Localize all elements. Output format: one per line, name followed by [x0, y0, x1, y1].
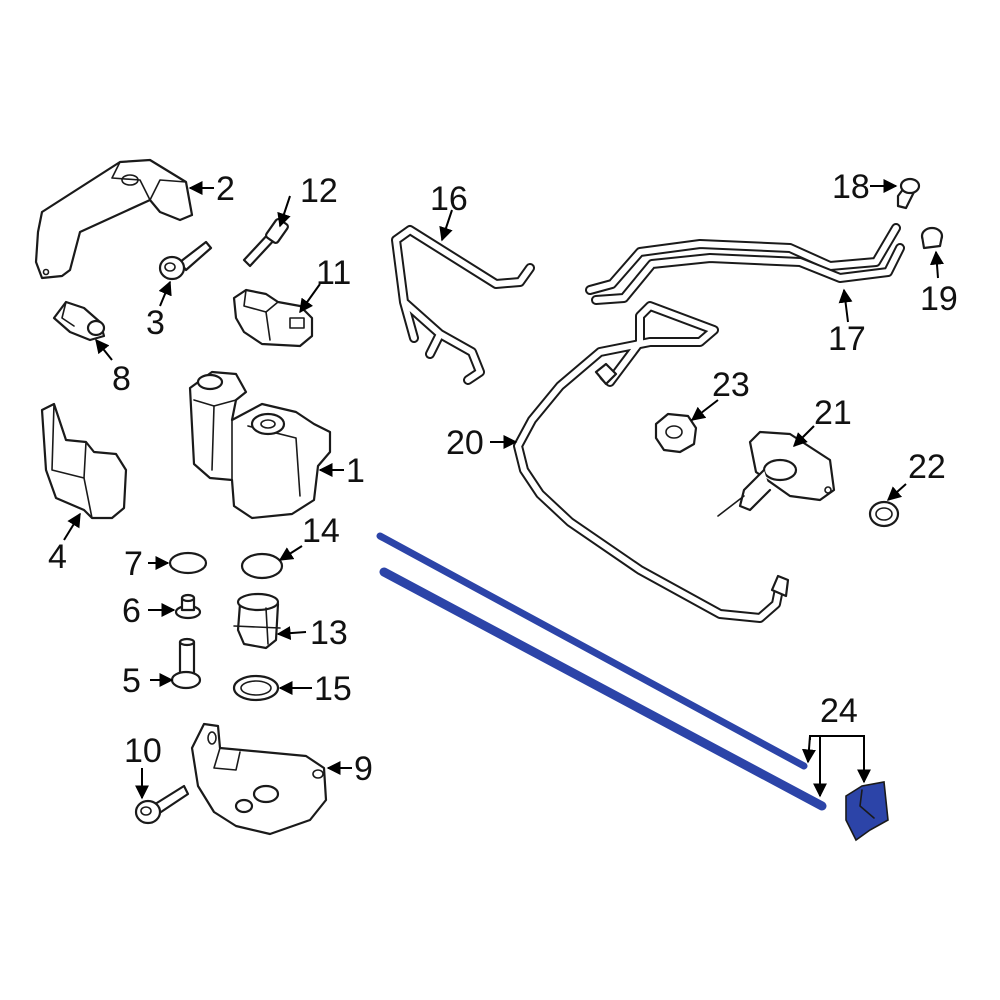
callout-labels: 1 2 3 4 5 6 7 8 9 10 11 12 13 14 15 16 1… — [48, 168, 958, 788]
part-13-grommet — [233, 592, 281, 650]
part-16-tube — [391, 225, 535, 385]
part-21-valve — [717, 430, 836, 517]
callout-19: 19 — [920, 280, 958, 318]
part-12-bolt — [242, 218, 289, 268]
part-11-sensor — [232, 288, 314, 348]
part-8-clip-nut — [52, 300, 106, 342]
callout-9: 9 — [354, 750, 373, 788]
callout-4: 4 — [48, 538, 67, 576]
callout-24: 24 — [820, 692, 858, 730]
callout-3: 3 — [146, 304, 165, 342]
leader-lines — [63, 179, 944, 800]
callout-8: 8 — [112, 360, 131, 398]
part-2-bracket — [34, 158, 194, 280]
callout-21: 21 — [814, 394, 852, 432]
part-23-nut — [654, 412, 698, 454]
callout-5: 5 — [122, 662, 141, 700]
part-22-o-ring — [868, 500, 900, 528]
part-17-tube — [585, 223, 905, 305]
part-19-cap — [920, 226, 944, 250]
callout-17: 17 — [828, 320, 866, 358]
part-9-mount-bracket — [190, 722, 328, 836]
callout-20: 20 — [446, 424, 484, 462]
part-6-cap — [174, 593, 202, 620]
part-15-gasket — [232, 674, 280, 702]
callout-6: 6 — [122, 592, 141, 630]
weatherstrip-upper — [376, 532, 808, 770]
callout-10: 10 — [124, 732, 162, 770]
callout-1: 1 — [346, 452, 365, 490]
callout-13: 13 — [310, 614, 348, 652]
part-5-stud — [170, 637, 202, 690]
weatherstrip-lower — [379, 567, 827, 811]
callout-15: 15 — [314, 670, 352, 708]
part-10-bolt — [134, 784, 190, 825]
part-7-o-ring — [168, 551, 208, 575]
callout-23: 23 — [712, 366, 750, 404]
part-1-reservoir — [188, 370, 332, 520]
part-3-bolt — [158, 240, 213, 281]
part-4-shield — [40, 402, 128, 520]
callout-18: 18 — [832, 168, 870, 206]
callout-14: 14 — [302, 512, 340, 550]
callout-12: 12 — [300, 172, 338, 210]
callout-22: 22 — [908, 448, 946, 486]
callout-11: 11 — [316, 254, 351, 292]
part-14-o-ring — [240, 552, 284, 580]
callout-2: 2 — [216, 170, 235, 208]
part-20-line — [513, 301, 790, 623]
part-24-weatherstrip — [376, 532, 889, 842]
callout-7: 7 — [124, 545, 143, 583]
callout-16: 16 — [430, 180, 468, 218]
part-18-bolt — [896, 177, 921, 210]
